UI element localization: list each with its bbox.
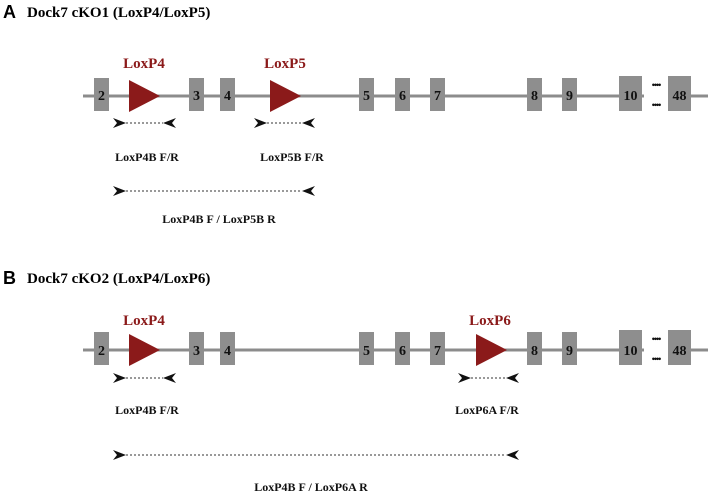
- reverse-primer-arrow: [163, 118, 176, 128]
- forward-primer-arrow: [113, 373, 126, 383]
- gap-dots-bottom: ••••: [652, 100, 661, 110]
- loxp-triangle: [270, 80, 301, 112]
- reverse-primer-arrow: [302, 186, 315, 196]
- loxp4-site: LoxP4: [123, 56, 165, 112]
- exon-8: 8: [527, 78, 542, 111]
- exon-label: 5: [363, 89, 370, 104]
- loxp4-site: LoxP4: [123, 313, 165, 366]
- exon-5: 5: [359, 332, 374, 365]
- primer-label: LoxP5B F/R: [260, 150, 324, 164]
- exon-3: 3: [189, 78, 204, 111]
- panel-letter-a: A: [3, 2, 16, 22]
- primer-pair-loxp4b-f-loxp6a-r: LoxP4B F / LoxP6A R: [113, 450, 519, 494]
- primer-label: LoxP4B F/R: [115, 403, 179, 417]
- reverse-primer-arrow: [506, 450, 519, 460]
- exon-label: 6: [399, 89, 406, 104]
- exon-label: 9: [566, 344, 573, 359]
- loxp-triangle: [476, 334, 507, 366]
- exon-label: 8: [531, 89, 538, 104]
- primer-label: LoxP4B F / LoxP6A R: [254, 480, 368, 494]
- exon-2: 2: [94, 78, 109, 111]
- exon-4: 4: [220, 332, 235, 365]
- loxp-triangle: [129, 80, 160, 112]
- primer-pair-loxp4b: LoxP4B F/R: [113, 373, 179, 417]
- exon-10: 10: [619, 330, 642, 365]
- exon-label: 9: [566, 89, 573, 104]
- panel-title-b: Dock7 cKO2 (LoxP4/LoxP6): [27, 271, 210, 287]
- exon-label: 3: [193, 344, 200, 359]
- exon-9: 9: [562, 332, 577, 365]
- exon-label: 7: [434, 344, 441, 359]
- exon-label: 4: [224, 89, 231, 104]
- exon-label: 10: [624, 89, 638, 104]
- exon-6: 6: [395, 78, 410, 111]
- exon-label: 2: [98, 89, 105, 104]
- exon-label: 2: [98, 344, 105, 359]
- exon-label: 4: [224, 344, 231, 359]
- forward-primer-arrow: [113, 450, 126, 460]
- primer-pair-loxp5b: LoxP5B F/R: [254, 118, 324, 164]
- primer-label: LoxP6A F/R: [455, 403, 519, 417]
- panel-b: B Dock7 cKO2 (LoxP4/LoxP6) 2 3 4 5 6 7: [3, 268, 708, 494]
- panel-letter-b: B: [3, 268, 16, 288]
- exon-label: 48: [673, 89, 687, 104]
- exon-label: 6: [399, 344, 406, 359]
- loxp6-site: LoxP6: [469, 313, 511, 366]
- exon-48: 48: [668, 330, 691, 365]
- exon-label: 48: [673, 344, 687, 359]
- gap-dots-bottom: ••••: [652, 354, 661, 364]
- loxp-label: LoxP4: [123, 313, 165, 329]
- exon-48: 48: [668, 76, 691, 111]
- exon-3: 3: [189, 332, 204, 365]
- panel-a: A Dock7 cKO1 (LoxP4/LoxP5) 2 3 4 5 6 7: [3, 2, 708, 226]
- exon-8: 8: [527, 332, 542, 365]
- reverse-primer-arrow: [506, 373, 519, 383]
- exon-9: 9: [562, 78, 577, 111]
- gap-dots-top: ••••: [652, 334, 661, 344]
- forward-primer-arrow: [113, 118, 126, 128]
- exon-7: 7: [430, 332, 445, 365]
- loxp-label: LoxP6: [469, 313, 511, 329]
- loxp-triangle: [129, 334, 160, 366]
- forward-primer-arrow: [254, 118, 267, 128]
- primer-pair-loxp6a: LoxP6A F/R: [455, 373, 519, 417]
- exon-2: 2: [94, 332, 109, 365]
- exon-5: 5: [359, 78, 374, 111]
- loxp-label: LoxP4: [123, 56, 165, 72]
- exon-label: 3: [193, 89, 200, 104]
- panel-title-a: Dock7 cKO1 (LoxP4/LoxP5): [27, 5, 210, 21]
- exon-7: 7: [430, 78, 445, 111]
- gap-mask: [644, 84, 668, 108]
- gap-mask: [644, 338, 668, 362]
- exon-label: 5: [363, 344, 370, 359]
- loxp-label: LoxP5: [264, 56, 306, 72]
- loxp5-site: LoxP5: [264, 56, 306, 112]
- primer-pair-loxp4b-f-loxp5b-r: LoxP4B F / LoxP5B R: [113, 186, 315, 226]
- exon-10: 10: [619, 76, 642, 111]
- primer-pair-loxp4b: LoxP4B F/R: [113, 118, 179, 164]
- forward-primer-arrow: [458, 373, 471, 383]
- reverse-primer-arrow: [163, 373, 176, 383]
- exon-label: 7: [434, 89, 441, 104]
- exon-label: 10: [624, 344, 638, 359]
- exon-4: 4: [220, 78, 235, 111]
- primer-label: LoxP4B F/R: [115, 150, 179, 164]
- exon-6: 6: [395, 332, 410, 365]
- reverse-primer-arrow: [302, 118, 315, 128]
- gap-dots-top: ••••: [652, 80, 661, 90]
- exon-label: 8: [531, 344, 538, 359]
- forward-primer-arrow: [113, 186, 126, 196]
- primer-label: LoxP4B F / LoxP5B R: [162, 212, 276, 226]
